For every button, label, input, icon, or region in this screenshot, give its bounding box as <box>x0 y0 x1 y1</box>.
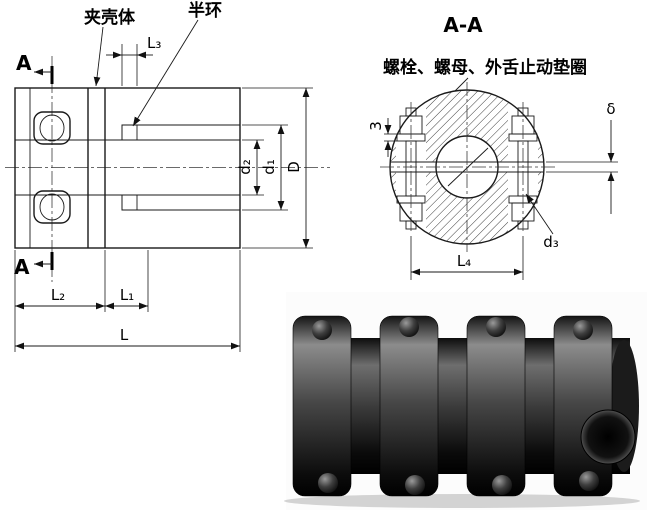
photo-shadow <box>284 494 640 508</box>
photo-bore-hole <box>580 409 636 465</box>
half-ring-leader <box>132 19 199 127</box>
bolt-callout-label: 螺栓、螺母、外舌止动垫圈 <box>383 57 587 78</box>
section-cut-mark-bottom: A <box>14 252 54 279</box>
bolt-assembly-left <box>396 102 426 234</box>
photo-bolt-head-top-4 <box>573 320 593 340</box>
section-cut-mark-top: A <box>16 51 54 84</box>
photo-rib-2 <box>379 315 439 497</box>
clamp-shell-label: 夹壳体 <box>84 7 136 28</box>
dim-d3: d₃ <box>525 193 559 251</box>
dim-l4-label: L₄ <box>457 252 471 270</box>
photo-bolt-head-top-3 <box>486 317 506 337</box>
half-ring-top <box>121 124 138 141</box>
photo-bolt-head-bottom-4 <box>579 471 599 491</box>
dim-D: D <box>242 87 313 249</box>
photo-rib-4 <box>553 315 613 497</box>
photo-bolt-head-bottom-3 <box>492 475 512 495</box>
dim-d2-label: d₂ <box>236 159 254 175</box>
shell-hatch-top <box>104 87 241 141</box>
shell-ring-hatch <box>390 90 544 244</box>
dim-D-label: D <box>285 161 303 173</box>
clamp-bolt-upper <box>33 111 71 145</box>
dim-l3-label: L₃ <box>147 34 161 52</box>
dim-l4: L₄ <box>410 236 524 280</box>
product-photo <box>284 292 647 510</box>
dim-d3-label: d₃ <box>543 233 559 251</box>
shell-hatch-bottom <box>104 194 241 249</box>
dim-d1-label: d₁ <box>260 159 278 175</box>
photo-rib-1 <box>292 315 352 497</box>
half-ring-label: 半环 <box>188 0 222 21</box>
dim-gap: δ <box>546 100 618 214</box>
photo-bolt-head-top-2 <box>399 317 419 337</box>
half-ring-bottom <box>121 194 138 211</box>
bolt-assembly-right <box>508 102 538 234</box>
dim-delta-label: δ <box>606 100 615 118</box>
left-section-view: A A 夹壳体 半环 L₃ d₂ <box>5 0 330 352</box>
dim-l1-label: L₁ <box>120 286 134 304</box>
photo-bolt-head-top-1 <box>312 320 332 340</box>
photo-rib-3 <box>466 315 526 497</box>
photo-bolt-head-bottom-1 <box>318 473 338 493</box>
dim-washer: 3 <box>367 118 397 157</box>
section-mark-a-top: A <box>16 51 32 75</box>
dim-d2: d₂ <box>236 139 264 196</box>
section-mark-a-bottom: A <box>14 255 30 279</box>
section-title: A-A <box>443 13 483 37</box>
clamp-bolt-lower <box>33 190 71 224</box>
dim-l-label: L <box>120 326 129 344</box>
dim-d1: d₁ <box>242 124 288 211</box>
section-aa-view: A-A 螺栓、螺母、外舌止动垫圈 <box>367 13 618 280</box>
dim-l3: L₃ <box>106 34 161 86</box>
dim-l2-label: L₂ <box>51 286 65 304</box>
clamp-shell-leader <box>93 26 104 87</box>
dim-3-label: 3 <box>367 121 385 131</box>
dim-bottom-group: L₂ L₁ L <box>14 250 241 352</box>
photo-bolt-head-bottom-2 <box>405 475 425 495</box>
